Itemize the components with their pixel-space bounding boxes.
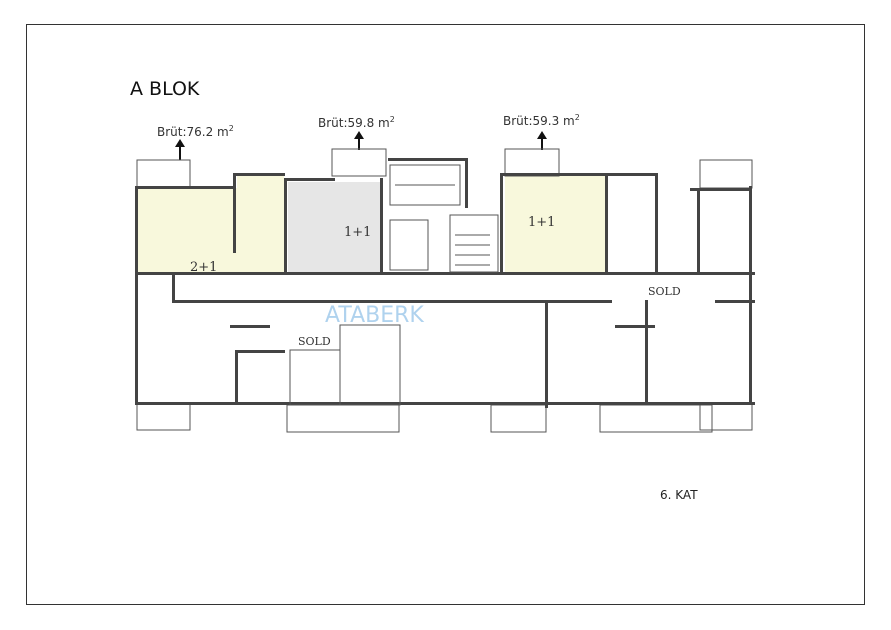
block-title: A BLOK [130, 78, 200, 100]
watermark-logo: ATABERK [325, 303, 424, 328]
unit-2-area: Brüt:59.8 m2 [318, 115, 395, 130]
unit-2-type: 1+1 [344, 225, 371, 240]
unit-3-type: 1+1 [528, 215, 555, 230]
sold-label-right: SOLD [648, 285, 681, 298]
unit-2plus1-fill [137, 188, 237, 274]
unit-1plus1-b-fill [505, 176, 605, 274]
unit-1-area: Brüt:76.2 m2 [157, 124, 234, 139]
walls [135, 158, 755, 408]
sold-label-left: SOLD [298, 335, 331, 348]
unit-1plus1-a-fill [288, 182, 380, 274]
unit-2plus1-fill-b [237, 176, 284, 274]
unit-3-area: Brüt:59.3 m2 [503, 113, 580, 128]
unit-1-type: 2+1 [190, 260, 217, 275]
drawing-frame [26, 24, 865, 605]
stairs [289, 164, 499, 406]
arrow-up-icon [175, 131, 547, 160]
floor-label: 6. KAT [660, 488, 698, 502]
